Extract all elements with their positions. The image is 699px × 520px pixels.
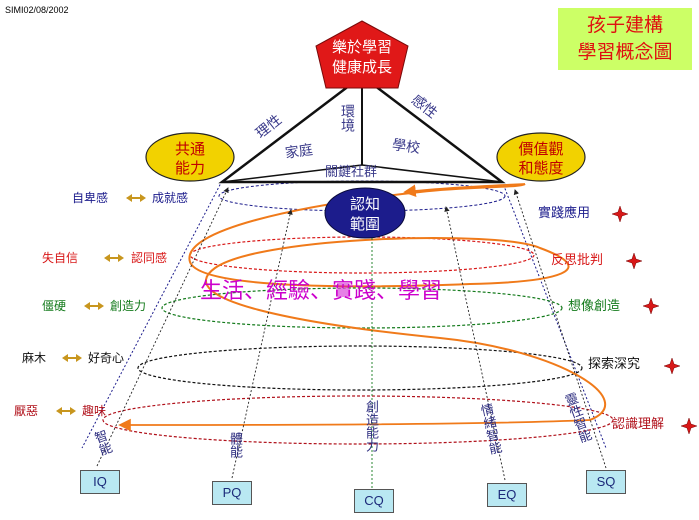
environment-triangle [218, 74, 506, 184]
corner-code: SIMI02/08/2002 [5, 5, 69, 15]
left-oval-line-2: 能力 [174, 159, 205, 177]
left-oval-line-1: 共通 [174, 140, 205, 158]
left-to-1: 成就感 [152, 191, 189, 205]
triangle-inner-right [361, 164, 503, 183]
left-to-3: 創造力 [110, 299, 147, 313]
pq-arrow [231, 209, 293, 479]
spiral-top [403, 183, 526, 198]
right-oval-line-2: 和態度 [518, 159, 564, 177]
column-label-pq: 體能 [227, 432, 242, 458]
apex-line-1: 樂於學習 [331, 38, 392, 56]
right-oval-line-1: 價值觀 [518, 140, 564, 158]
apex-pentagon [315, 20, 409, 89]
center-oval-line-1: 認知 [349, 195, 380, 213]
box-pq: PQ [212, 481, 252, 505]
level-ellipse-3 [161, 287, 563, 329]
level-ellipse-2 [189, 236, 535, 274]
triangle-center: 環境 [339, 104, 355, 132]
level-ellipse-5 [102, 395, 614, 445]
spiral-path [188, 183, 606, 421]
center-oval-line-2: 範圍 [349, 215, 380, 233]
sparkle-icon [611, 205, 698, 435]
apex-line-2: 健康成長 [331, 58, 392, 76]
triangle-inner-left [221, 164, 363, 183]
double-arrow-icon [56, 194, 146, 415]
eq-arrow [444, 206, 506, 481]
left-to-2: 認同感 [131, 251, 168, 265]
triangle-school: 學校 [391, 137, 421, 157]
left-from-2: 失自信 [42, 251, 79, 265]
spiral-bottom [118, 418, 591, 432]
left-oval-shape [145, 132, 235, 182]
right-label-4: 探索深究 [588, 357, 641, 372]
sq-arrow [513, 189, 607, 469]
right-label-3: 想像創造 [568, 299, 621, 314]
column-label-cq: 創造能力 [363, 400, 378, 452]
box-cq: CQ [354, 489, 394, 513]
left-from-3: 僵硬 [42, 299, 67, 313]
right-label-1: 實踐應用 [538, 206, 591, 221]
title-line-2: 學習概念圖 [577, 41, 673, 63]
triangle-home: 家庭 [284, 142, 314, 162]
title-line-1: 孩子建構 [586, 14, 663, 36]
box-sq: SQ [586, 470, 626, 494]
box-eq: EQ [487, 483, 527, 507]
level-ellipse-4 [137, 345, 583, 391]
iq-arrow [96, 187, 229, 467]
cone-right-edge [501, 180, 607, 449]
title-box: 孩子建構 學習概念圖 [558, 8, 692, 70]
right-label-2: 反思批判 [551, 253, 604, 268]
left-from-5: 厭惡 [14, 404, 39, 418]
center-oval-shape [324, 187, 406, 239]
left-to-5: 趣味 [82, 404, 107, 418]
right-label-5: 認識理解 [612, 417, 665, 432]
right-oval-shape [496, 132, 586, 182]
left-from-4: 麻木 [22, 351, 47, 365]
left-from-1: 自卑感 [72, 191, 109, 205]
left-to-4: 好奇心 [88, 351, 125, 365]
box-iq: IQ [80, 470, 120, 494]
triangle-community: 關鍵社群 [325, 165, 378, 180]
banner-text: 生活、經驗、實踐、學習 [200, 279, 443, 304]
